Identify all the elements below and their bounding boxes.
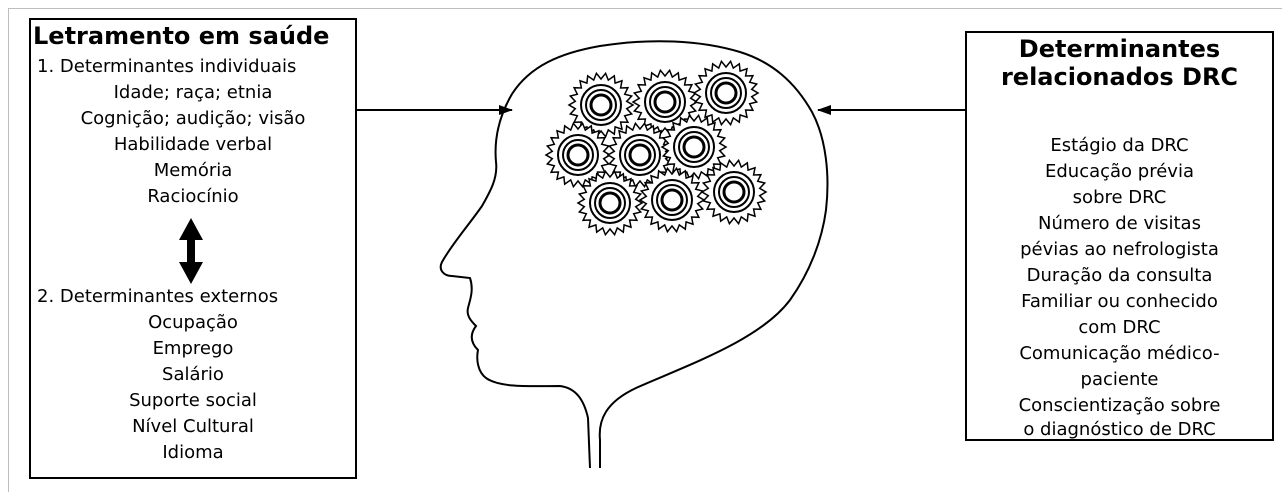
right-item: pévias ao nefrologista [967,237,1272,263]
double-arrow-vertical-icon [176,216,206,286]
gears-cluster [546,61,766,234]
right-item: Educação prévia [967,159,1272,185]
left-panel-title: Letramento em saúde [31,22,355,50]
group2-item: Salário [31,362,355,388]
left-panel: Letramento em saúde 1. Determinantes ind… [29,18,357,479]
right-item: paciente [967,367,1272,393]
group1-item: Raciocínio [31,184,355,210]
group2-heading: 2. Determinantes externos [31,284,355,310]
group2-item: Nível Cultural [31,414,355,440]
group1-item: Memória [31,158,355,184]
group2-item: Emprego [31,336,355,362]
right-item: Familiar ou conhecido [967,289,1272,315]
group1-heading: 1. Determinantes individuais [31,54,355,80]
right-item: Duração da consulta [967,263,1272,289]
right-item: Número de visitas [967,211,1272,237]
right-item: com DRC [967,315,1272,341]
right-item: Comunicação médico- [967,341,1272,367]
right-item: o diagnóstico de DRC [967,417,1272,443]
group2-item: Ocupação [31,310,355,336]
right-panel-title: Determinantes relacionados DRC [967,35,1272,92]
group1-item: Habilidade verbal [31,132,355,158]
gear-icon [694,61,758,124]
right-panel: Determinantes relacionados DRC Estágio d… [965,31,1274,441]
right-panel-title-line1: Determinantes [967,35,1272,63]
right-item: sobre DRC [967,185,1272,211]
group1-item: Idade; raça; etnia [31,80,355,106]
group2-item: Suporte social [31,388,355,414]
right-item: Estágio da DRC [967,133,1272,159]
group1-item: Cognição; audição; visão [31,106,355,132]
right-item: Conscientização sobre [967,393,1272,419]
right-panel-title-line2: relacionados DRC [967,63,1272,91]
group2-item: Idioma [31,440,355,466]
